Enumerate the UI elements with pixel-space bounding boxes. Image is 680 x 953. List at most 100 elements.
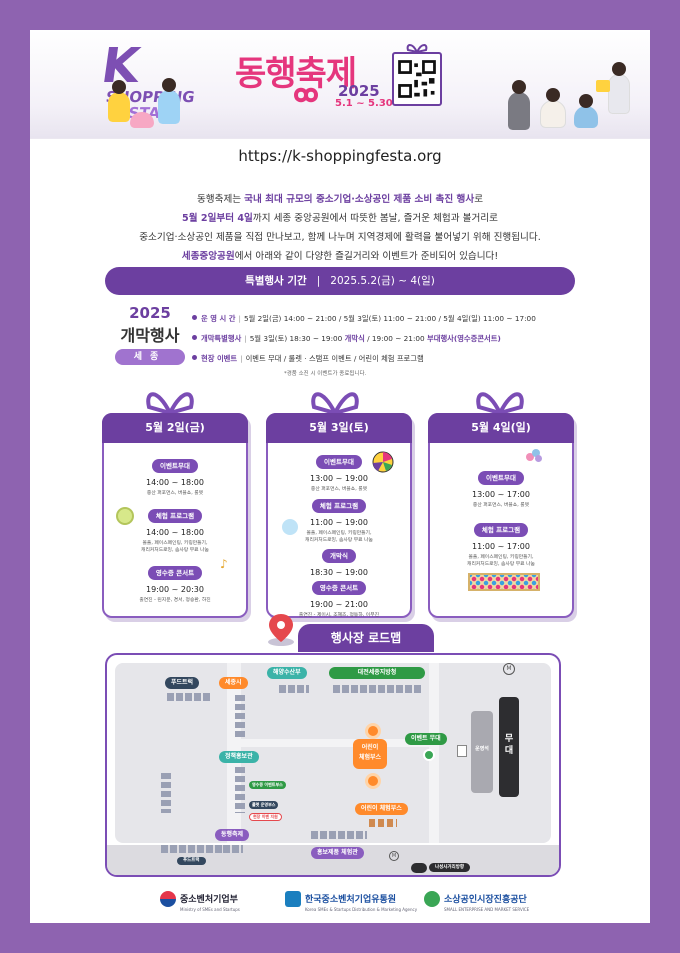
url-bar: https://k-shoppingfesta.org [30, 138, 650, 172]
small-booth [457, 745, 467, 757]
map-marker-m: M [503, 663, 515, 675]
map-label-parking: 나성사거리방향 [429, 863, 470, 872]
bullet-icon [192, 315, 197, 320]
bow-icon [311, 392, 359, 415]
day-card-may3: 5월 3일(토) 이벤트무대 13:00 ~ 19:00 중산 퍼포먼스, 버블… [266, 413, 412, 618]
tent-row [279, 685, 309, 693]
balloon-icon [116, 507, 134, 525]
person-head [546, 88, 560, 102]
opening-year: 2025 [129, 304, 171, 322]
main-stage: 무 대 [499, 697, 519, 797]
poster: K SHOPPING FESTA 동행축제 2025 5.1 ~ 5.30 [30, 30, 650, 923]
bullet-icon [192, 335, 197, 340]
shopping-bag-icon [596, 80, 610, 92]
infinity-icon [293, 87, 319, 103]
semas-logo-icon [424, 891, 440, 907]
kodma-logo-icon [285, 891, 301, 907]
tent-row [235, 767, 245, 813]
person-illustration [608, 74, 630, 114]
map-label-stage-tag: 이벤트 무대 [405, 733, 447, 745]
map-label-kids2: 어린이 체험부스 [355, 803, 408, 815]
event-item: 체험 프로그램 14:00 ~ 18:00 볼풀, 페이스페인팅, 키링만들기,… [102, 503, 248, 554]
period-label: 특별행사 기간 [245, 275, 307, 287]
tent-row [223, 845, 243, 853]
taegeuk-icon [160, 891, 176, 907]
map-label-jeongchaek: 정책홍보관 [219, 751, 259, 763]
festival-year: 2025 [338, 82, 380, 100]
day-card-title: 5월 3일(토) [266, 413, 412, 443]
event-item: 이벤트무대 13:00 ~ 17:00 중산 퍼포먼스, 버블쇼, 룰렛 [428, 465, 574, 509]
event-item: 영수증 콘서트 19:00 ~ 20:30 출연진 - 린지운, 경서, 정승환… [102, 560, 248, 604]
opening-title: 개막행사 [120, 326, 180, 345]
person-head [162, 78, 176, 92]
map-label-promo: 홍보제품 체험관 [311, 847, 364, 859]
person-head [512, 80, 526, 94]
person-illustration [508, 92, 530, 130]
special-period-bar: 특별행사 기간 | 2025.5.2(금) ~ 4(일) [105, 267, 575, 295]
bullet-icon [192, 355, 197, 360]
website-url[interactable]: https://k-shoppingfesta.org [238, 147, 442, 165]
map-path [241, 739, 431, 747]
map-label-foodtruck-bottom: 푸드트럭 [177, 857, 206, 865]
event-item: 영수증 콘서트 19:00 ~ 21:00 출연진 - 제이시, 조혜즈, 정동… [266, 575, 412, 619]
map-label-sejong: 세종시 [219, 677, 248, 689]
intro-line-4: 세종중앙공원에서 아래와 같이 다양한 즐길거리와 이벤트가 준비되어 있습니다… [181, 251, 499, 262]
org-semas: 소상공인시장진흥공단 SMALL ENTERPRISE AND MARKET S… [424, 891, 529, 912]
bow-icon [146, 392, 194, 415]
map-label-small1: 영수증 이벤트부스 [249, 781, 286, 789]
person-head [112, 80, 126, 94]
roulette-icon [372, 451, 394, 473]
tent-row [333, 685, 421, 693]
tent-row [167, 693, 211, 701]
org-kodma: 한국중소벤처기업유통원 Korea SMEs & Startups Distri… [285, 891, 417, 912]
ball-pool-icon [468, 573, 540, 591]
event-item: 개막식 18:30 ~ 19:00 [266, 543, 412, 580]
map-label-daejeon: 대전세종지방청 [329, 667, 425, 679]
kids-booth-marker[interactable] [365, 773, 381, 789]
venue-map[interactable]: 푸드트럭 세종시 해양수산부 대전세종지방청 정책홍보관 영수증 이벤트부스 룰… [105, 653, 561, 877]
map-label-small2: 룰렛 운영부스 [249, 801, 279, 809]
schedule-hours: 운 영 시 간|5월 2일(금) 14:00 ~ 21:00 / 5월 3일(토… [192, 309, 592, 329]
map-label-small3: 현장 이벤 지원 [249, 813, 282, 821]
day-card-may4: 5월 4일(일) 이벤트무대 13:00 ~ 17:00 중산 퍼포먼스, 버블… [428, 413, 574, 618]
stage-point-icon [423, 749, 435, 761]
festival-title: 동행축제 [235, 54, 357, 94]
tent-row [369, 819, 397, 827]
event-item: 이벤트무대 13:00 ~ 19:00 중산 퍼포먼스, 버블쇼, 룰렛 [266, 449, 412, 493]
person-illustration [158, 90, 180, 124]
map-label-ocean: 해양수산부 [267, 667, 307, 679]
event-item: 체험 프로그램 11:00 ~ 17:00 볼풀, 페이스페인팅, 키링만들기,… [428, 517, 574, 568]
event-item: 이벤트무대 14:00 ~ 18:00 중산 퍼포먼스, 버블쇼, 룰렛 [102, 453, 248, 497]
map-label-kids1: 어린이 체험부스 [353, 739, 388, 769]
day-card-title: 5월 2일(금) [102, 413, 248, 443]
intro-line-3: 중소기업·소상공인 제품을 직접 만나보고, 함께 나누며 지역경제에 활력을 … [139, 232, 541, 243]
person-illustration [574, 106, 598, 128]
day-card-title: 5월 4일(일) [428, 413, 574, 443]
map-label-foodtruck: 푸드트럭 [165, 677, 200, 689]
kids-booth-marker[interactable] [365, 723, 381, 739]
org-mss: 중소벤처기업부 Ministry of SMEs and Startups [160, 891, 240, 912]
event-item: 체험 프로그램 11:00 ~ 19:00 볼풀, 페이스페인팅, 키링만들기,… [266, 493, 412, 544]
cotton-candy-icon [282, 519, 298, 535]
schedule-list: 운 영 시 간|5월 2일(금) 14:00 ~ 21:00 / 5월 3일(토… [192, 309, 592, 379]
person-illustration [108, 92, 130, 122]
person-illustration [130, 112, 154, 128]
person-illustration [540, 100, 566, 128]
period-divider: | [310, 275, 327, 287]
opening-block: 2025 개막행사 세종 [105, 304, 195, 365]
tent-row [235, 695, 245, 737]
intro-line-1: 동행축제는 국내 최대 규모의 중소기업·소상공인 제품 소비 촉진 행사로 [196, 194, 484, 205]
roadmap-title: 행사장 로드맵 [298, 624, 434, 652]
schedule-site: 현장 이벤트|이벤트 무대 / 룰렛 · 스탬프 이벤트 / 어린이 체험 프로… [192, 349, 592, 369]
tent-row [161, 773, 171, 813]
car-icon [411, 863, 427, 873]
person-head [612, 62, 626, 76]
opening-location: 세종 [115, 349, 185, 365]
tent-row [161, 845, 225, 853]
map-marker-m: M [389, 851, 399, 861]
intro-line-2: 5월 2일부터 4일까지 세종 중앙공원에서 따뜻한 봄날, 즐거운 체험과 볼… [182, 213, 498, 224]
qr-code-icon[interactable] [392, 52, 442, 106]
festival-dates: 5.1 ~ 5.30 [335, 98, 393, 109]
footer-logos: 중소벤처기업부 Ministry of SMEs and Startups 한국… [30, 882, 650, 923]
person-head [579, 94, 593, 108]
